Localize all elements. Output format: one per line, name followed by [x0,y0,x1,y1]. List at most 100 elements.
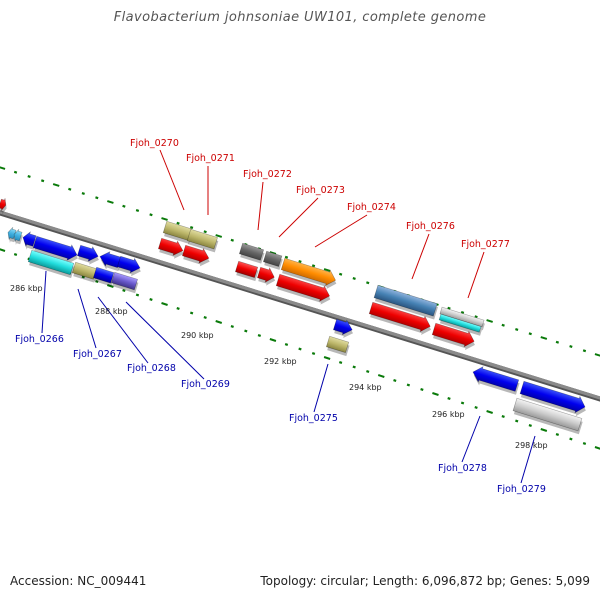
gene-label-fjoh-0269[interactable]: Fjoh_0269 [181,379,230,390]
gene-fjoh-0268[interactable] [92,266,115,287]
gene-blue-4[interactable] [97,249,123,273]
gene-cyan-b-arrow [438,313,482,333]
leader-line-fjoh-0272 [257,181,264,231]
gene-red-a[interactable] [157,236,187,261]
gene-fjoh-0273[interactable] [280,256,340,291]
gene-gray-b-arrow [262,250,283,267]
gene-blue-2[interactable] [32,234,81,266]
gene-small-left-2[interactable] [11,228,24,246]
upper-tick-mark [352,277,356,280]
upper-tick-mark [149,213,153,217]
scale-label: 286 kbp [10,284,43,293]
upper-tick-mark [269,251,277,255]
gene-label-fjoh-0279[interactable]: Fjoh_0279 [497,484,546,495]
lower-tick-mark [515,419,519,423]
lower-tick-mark [555,433,560,436]
scale-label: 296 kbp [432,410,465,419]
gene-label-fjoh-0275[interactable]: Fjoh_0275 [289,413,338,424]
scale-label: 292 kbp [264,357,297,366]
gene-fjoh-0278[interactable] [470,364,521,396]
gene-blue-6[interactable] [332,317,356,340]
upper-tick-mark [338,272,343,276]
gene-label-fjoh-0271[interactable]: Fjoh_0271 [186,153,235,164]
scale-label: 288 kbp [95,307,128,316]
gene-blue-7-arrow [519,380,586,414]
gene-fjoh-0271-arrow [186,228,218,250]
lower-tick-mark [420,388,424,391]
gene-red-d[interactable] [256,265,278,287]
gene-fjoh-0279-arrow [512,397,583,432]
gene-fjoh-0277-arrow [439,306,485,328]
lower-tick-mark [582,442,587,445]
gene-label-fjoh-0268[interactable]: Fjoh_0268 [127,363,176,374]
gene-label-fjoh-0270[interactable]: Fjoh_0270 [130,138,179,149]
gene-fjoh-0266[interactable] [27,249,75,279]
gene-fjoh-0276-arrow [373,284,438,317]
gene-fjoh-0272-arrow [238,242,265,261]
gene-label-fjoh-0273[interactable]: Fjoh_0273 [296,185,345,196]
gene-labels: Fjoh_0270Fjoh_0271Fjoh_0272Fjoh_0273Fjoh… [10,138,548,495]
gene-label-fjoh-0267[interactable]: Fjoh_0267 [73,349,122,360]
lower-tick-mark [528,424,532,427]
gene-fjoh-0274-arrow [275,273,330,302]
gene-label-fjoh-0276[interactable]: Fjoh_0276 [406,221,455,232]
gene-label-fjoh-0272[interactable]: Fjoh_0272 [243,169,292,180]
lower-tick-mark [338,361,343,364]
gene-label-fjoh-0274[interactable]: Fjoh_0274 [347,202,396,213]
gene-cyan-b[interactable] [438,313,483,336]
lower-tick-mark [257,334,262,337]
leader-line-fjoh-0273 [278,197,319,238]
gene-fjoh-0271[interactable] [186,228,219,253]
lower-tick-mark [81,275,85,279]
gene-blue-2-arrow [32,235,78,261]
gene-blue-3[interactable] [76,243,102,267]
gene-red-e[interactable] [368,300,435,337]
upper-tick-mark [555,340,560,344]
lower-tick-mark [432,392,439,396]
leader-line-fjoh-0269 [125,301,205,380]
gene-label-fjoh-0278[interactable]: Fjoh_0278 [438,463,487,474]
upper-tick-mark [40,179,45,183]
gene-fjoh-0269[interactable] [110,271,139,294]
gene-gray-b[interactable] [262,250,283,270]
upper-tick-mark [215,234,223,238]
lower-tick-mark [13,253,18,256]
upper-tick-mark [68,187,72,191]
leader-line-fjoh-0266 [41,270,47,334]
genome-backbone [0,210,600,402]
gene-fjoh-0267[interactable] [71,261,98,283]
lower-tick-mark [149,298,153,301]
gene-blue-5[interactable] [116,254,144,278]
lower-tick-mark [323,356,331,360]
gene-small-left-1-arrow [7,227,17,240]
gene-blue-1[interactable] [20,230,39,251]
lower-tick-mark [203,316,207,319]
gene-blue-7[interactable] [519,379,590,418]
lower-tick-mark [215,320,223,324]
gene-offscreen-left[interactable] [0,197,9,215]
leader-line-fjoh-0270 [159,149,185,211]
upper-tick-mark [27,175,31,178]
gene-red-b[interactable] [181,243,213,268]
lower-tick-mark [122,289,126,292]
gene-fjoh-0269-arrow [110,271,138,291]
gene-red-f[interactable] [431,321,478,352]
lower-tick-mark [176,307,180,310]
gene-fjoh-0276[interactable] [373,284,439,320]
lower-tick-mark [269,338,277,342]
gene-label-fjoh-0266[interactable]: Fjoh_0266 [15,334,64,345]
gene-label-fjoh-0277[interactable]: Fjoh_0277 [461,239,510,250]
gene-fjoh-0272[interactable] [238,242,265,264]
upper-tick-mark [366,281,370,285]
gene-red-f-arrow [431,322,475,348]
upper-tick-mark [486,319,493,323]
gene-fjoh-0275[interactable] [325,335,350,357]
gene-fjoh-0274[interactable] [275,272,334,307]
gene-red-c[interactable] [234,260,259,282]
gene-fjoh-0279[interactable] [512,397,583,435]
gene-blue-6-arrow [332,318,353,336]
upper-tick-mark [230,238,234,242]
lower-tick-mark [377,374,385,378]
gene-blue-4-arrow [99,251,122,269]
